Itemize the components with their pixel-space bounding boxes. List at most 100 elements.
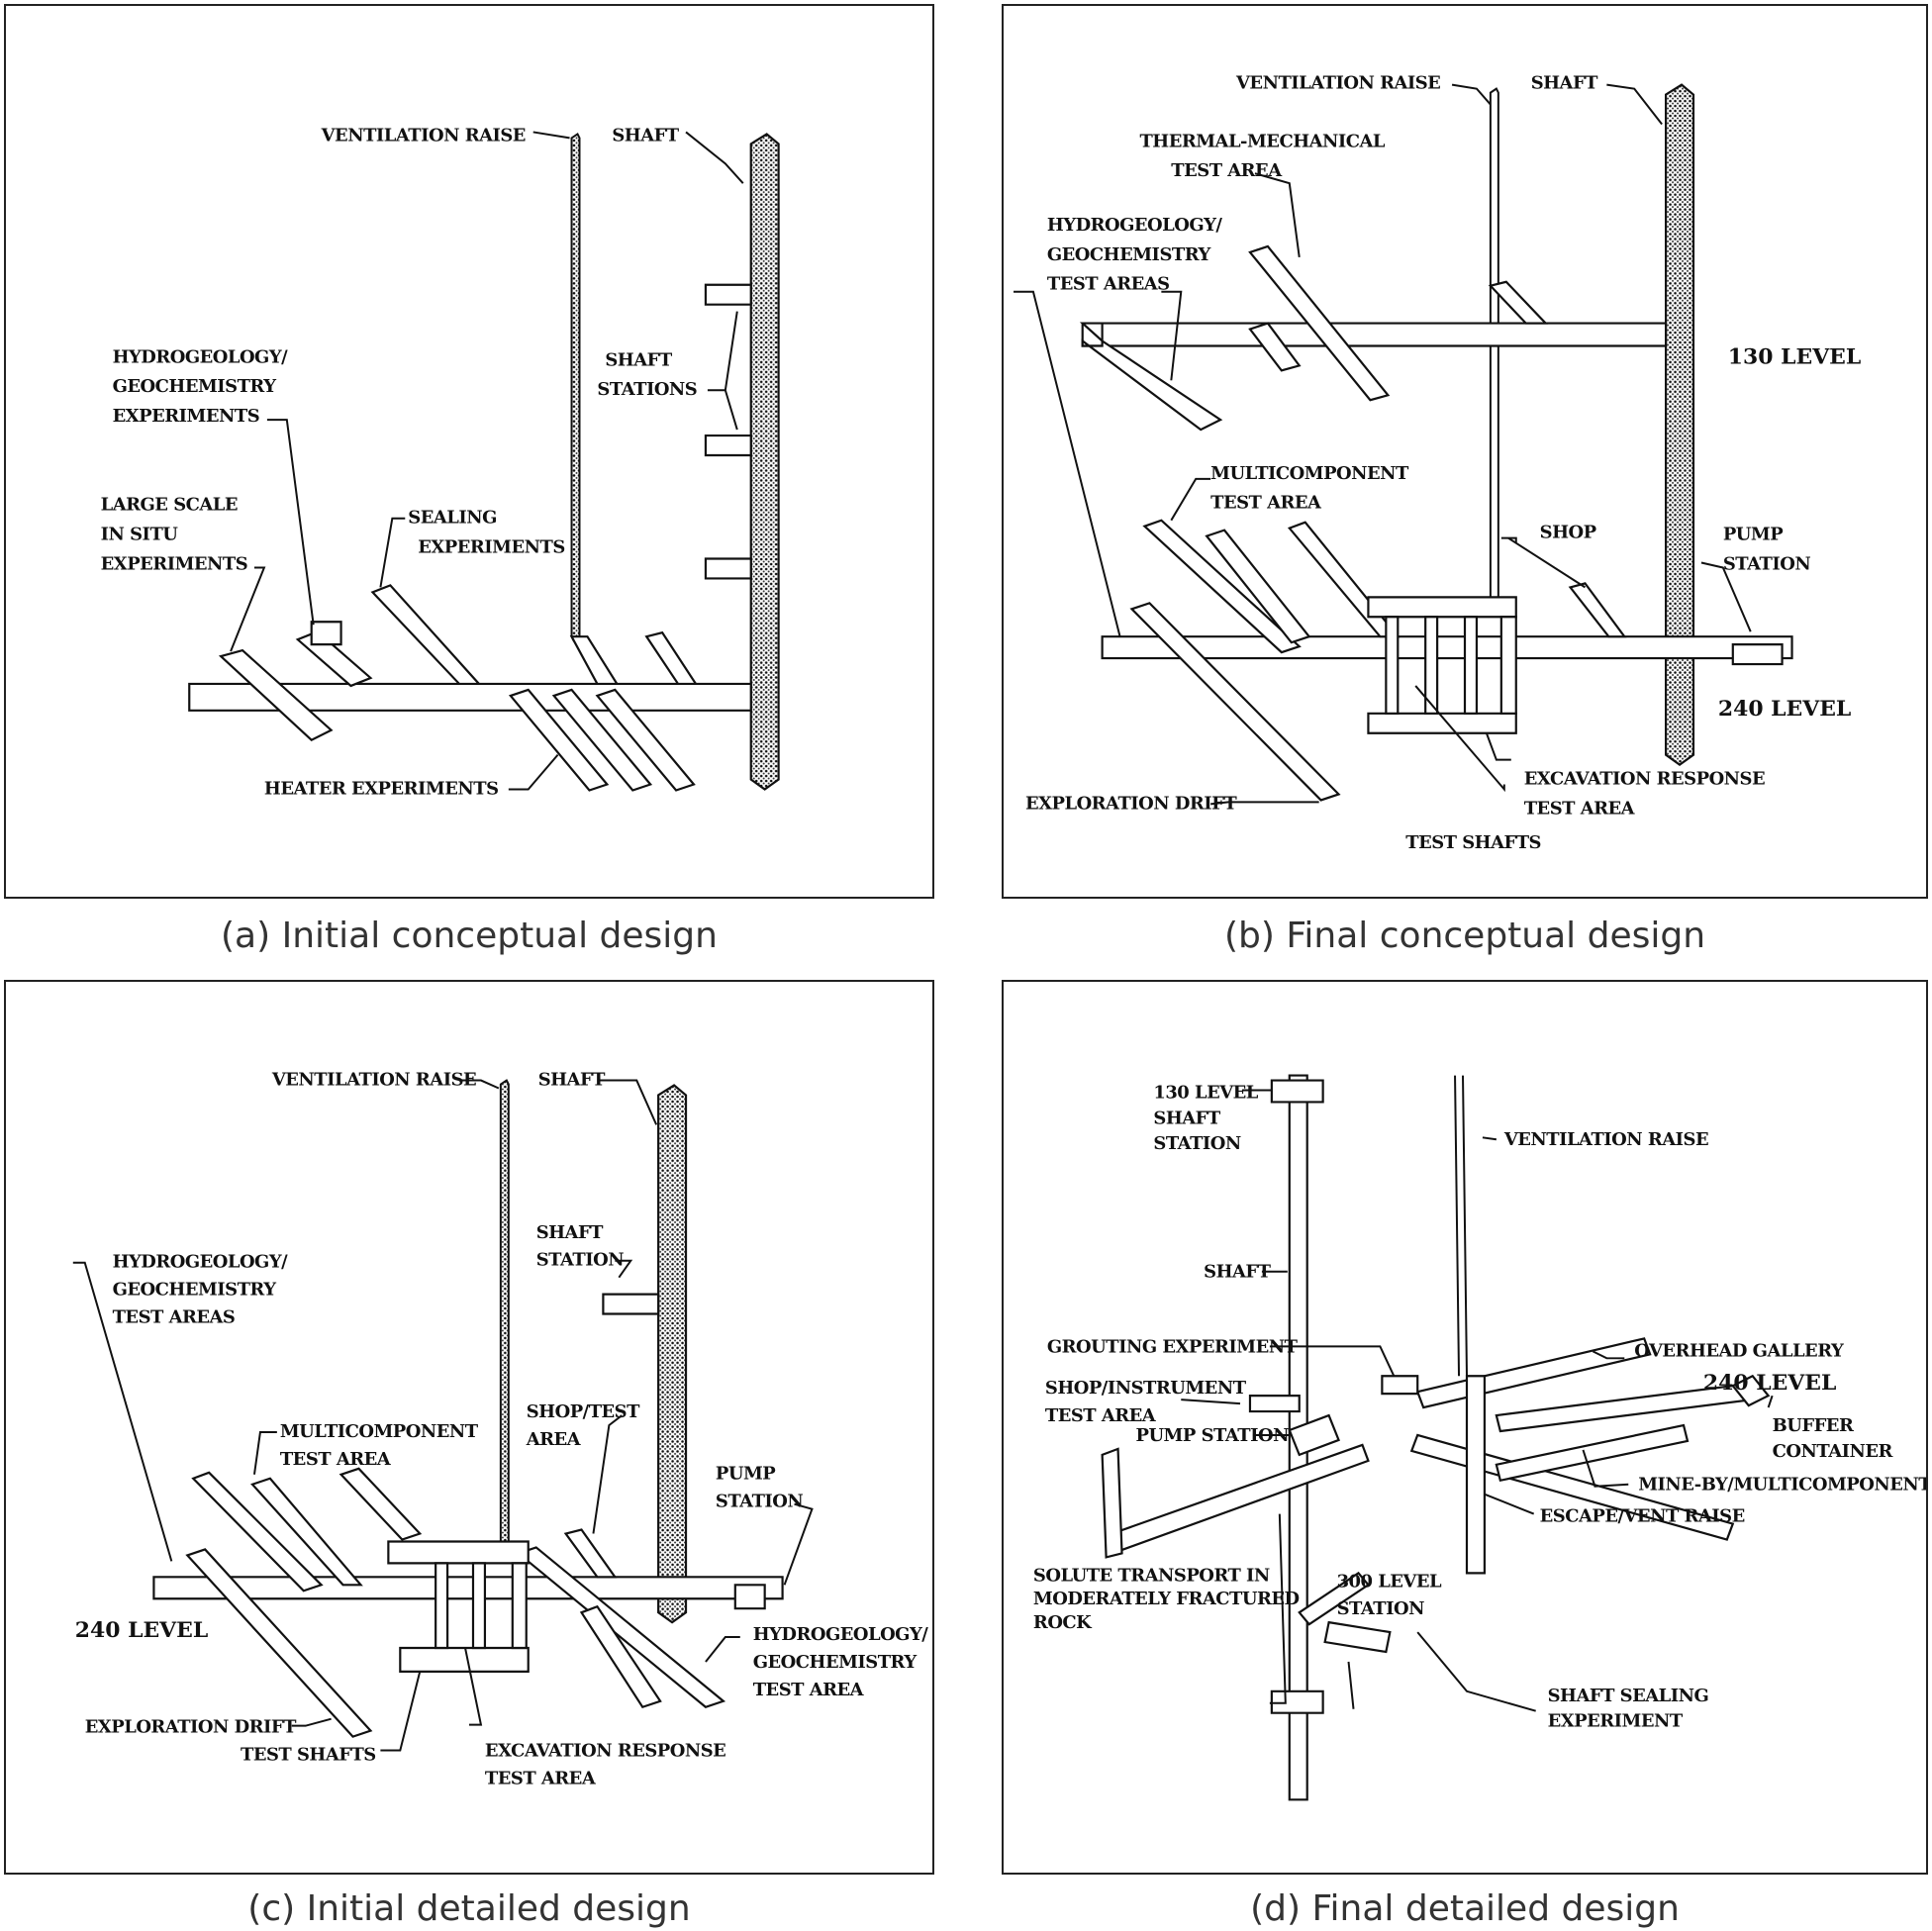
caption-a: (a) Initial conceptual design bbox=[221, 916, 718, 956]
sealing-drift bbox=[370, 584, 482, 686]
station-130 bbox=[1270, 1079, 1324, 1104]
label-hydro-1: HYDROGEOLOGY/ bbox=[1047, 215, 1223, 236]
label-shaft-stations-2: STATIONS bbox=[597, 379, 697, 400]
label-hydro-1: HYDROGEOLOGY/ bbox=[113, 346, 289, 367]
label-excav-1: EXCAVATION RESPONSE bbox=[1524, 769, 1765, 790]
sealing-stub bbox=[1323, 1620, 1392, 1654]
label-shop: SHOP bbox=[1540, 523, 1597, 543]
multi-drift-1 bbox=[191, 1471, 324, 1593]
label-shaft-station-1: SHAFT bbox=[536, 1222, 604, 1243]
label-st130-1: 130 LEVEL bbox=[1153, 1082, 1258, 1103]
label-large-3: EXPERIMENTS bbox=[101, 553, 248, 574]
shaft-station bbox=[602, 1293, 660, 1315]
grouting-node bbox=[1381, 1375, 1419, 1396]
ventilation-raise bbox=[570, 132, 581, 642]
diagram-final-detailed: 130 LEVEL SHAFT STATION VENTILATION RAIS… bbox=[1033, 1074, 1926, 1801]
diagram-initial-detailed: VENTILATION RAISE SHAFT SHAFT STATION HY… bbox=[72, 1070, 929, 1788]
label-test-shafts: TEST SHAFTS bbox=[241, 1745, 376, 1766]
pump-stub bbox=[733, 1584, 766, 1610]
label-level-240: 240 LEVEL bbox=[75, 1617, 208, 1643]
excavation-top bbox=[1367, 596, 1517, 619]
label-st130-2: SHAFT bbox=[1153, 1108, 1220, 1128]
shaft bbox=[749, 133, 780, 791]
excavation-top bbox=[387, 1540, 530, 1565]
thermal-drift bbox=[1248, 244, 1391, 402]
label-sealing-2: EXPERIMENTS bbox=[418, 537, 565, 558]
caption-c: (c) Initial detailed design bbox=[247, 1888, 691, 1929]
shaft bbox=[1665, 83, 1695, 766]
label-level-240: 240 LEVEL bbox=[1718, 696, 1851, 722]
diagram-final-conceptual: VENTILATION RAISE SHAFT THERMAL-MECHANIC… bbox=[1014, 73, 1861, 853]
test-shaft-1 bbox=[1385, 616, 1400, 715]
hydro-drift-240 bbox=[516, 1546, 726, 1708]
ventilation-raise bbox=[1454, 1075, 1468, 1377]
label-pump-1: PUMP bbox=[1723, 525, 1784, 545]
label-multi-1: MULTICOMPONENT bbox=[280, 1421, 479, 1442]
label-exploration: EXPLORATION DRIFT bbox=[1025, 793, 1237, 814]
test-shaft-2 bbox=[471, 1562, 487, 1650]
large-scale-drift bbox=[218, 648, 334, 742]
hydro-drift-240b bbox=[579, 1604, 662, 1709]
label-solute-1: SOLUTE TRANSPORT IN bbox=[1033, 1565, 1270, 1586]
shop-stub bbox=[1248, 1395, 1301, 1413]
hydro-loop bbox=[1079, 322, 1223, 432]
label-hydro-2: GEOCHEMISTRY bbox=[1047, 244, 1211, 265]
label-escape: ESCAPE/VENT RAISE bbox=[1540, 1506, 1745, 1527]
hydro-crossbar bbox=[310, 621, 342, 646]
multi-drift-3 bbox=[1287, 521, 1401, 638]
label-excav-2: TEST AREA bbox=[1524, 798, 1636, 819]
label-test-shafts: TEST SHAFTS bbox=[1405, 832, 1541, 853]
shaft-station-3 bbox=[704, 557, 752, 580]
shop-drift bbox=[1568, 582, 1627, 638]
label-shaft: SHAFT bbox=[612, 125, 679, 145]
label-multi-1: MULTICOMPONENT bbox=[1210, 463, 1409, 484]
label-shop-2: TEST AREA bbox=[1045, 1405, 1157, 1426]
label-pump: PUMP STATION bbox=[1135, 1425, 1289, 1446]
label-buffer-1: BUFFER bbox=[1773, 1415, 1854, 1436]
label-sealing-1: SEALING bbox=[408, 508, 497, 529]
label-grouting: GROUTING EXPERIMENT bbox=[1047, 1336, 1299, 1357]
caption-b: (b) Final conceptual design bbox=[1223, 916, 1706, 956]
label-pump-2: STATION bbox=[1723, 553, 1811, 574]
label-hydro-1: HYDROGEOLOGY/ bbox=[113, 1252, 289, 1273]
label-hydro-3: TEST AREAS bbox=[1047, 274, 1170, 295]
label-shaft-stations-1: SHAFT bbox=[605, 349, 672, 370]
excavation-side bbox=[511, 1562, 528, 1650]
pump-stub bbox=[1731, 643, 1784, 666]
label-hydro2-3: TEST AREA bbox=[753, 1680, 865, 1700]
label-large-1: LARGE SCALE bbox=[101, 495, 238, 516]
label-pump-1: PUMP bbox=[716, 1464, 776, 1485]
label-hydro2-2: GEOCHEMISTRY bbox=[753, 1652, 918, 1673]
shaft-station-2 bbox=[704, 434, 752, 457]
label-multi-2: TEST AREA bbox=[1210, 493, 1322, 514]
label-level-130: 130 LEVEL bbox=[1728, 343, 1861, 369]
diagram-initial-conceptual: VENTILATION RAISE SHAFT SHAFT STATIONS H… bbox=[101, 125, 780, 799]
panel-initial-detailed: VENTILATION RAISE SHAFT SHAFT STATION HY… bbox=[4, 980, 934, 1875]
escape-raise bbox=[1465, 1375, 1487, 1575]
exploration-drift bbox=[185, 1548, 373, 1738]
label-multi-2: TEST AREA bbox=[280, 1449, 392, 1470]
label-hydro-2: GEOCHEMISTRY bbox=[113, 1280, 277, 1301]
label-shop-1: SHOP/TEST bbox=[527, 1401, 640, 1422]
panel-final-detailed: 130 LEVEL SHAFT STATION VENTILATION RAIS… bbox=[1002, 980, 1928, 1875]
label-heater: HEATER EXPERIMENTS bbox=[264, 778, 499, 799]
multi-drift-2 bbox=[1205, 529, 1311, 644]
label-thermal-1: THERMAL-MECHANICAL bbox=[1139, 131, 1385, 151]
buffer-stub bbox=[1731, 1374, 1771, 1407]
label-hydro-3: TEST AREAS bbox=[113, 1306, 236, 1327]
label-excav-2: TEST AREA bbox=[485, 1768, 597, 1788]
label-exploration: EXPLORATION DRIFT bbox=[85, 1717, 297, 1738]
short-branch bbox=[644, 630, 699, 686]
label-pump-2: STATION bbox=[716, 1492, 804, 1512]
panel-initial-conceptual: VENTILATION RAISE SHAFT SHAFT STATIONS H… bbox=[4, 4, 934, 899]
multi-drift-2 bbox=[250, 1477, 363, 1587]
multi-drift-1 bbox=[1142, 519, 1302, 654]
heater-drift-1 bbox=[508, 688, 610, 792]
label-thermal-2: TEST AREA bbox=[1171, 160, 1283, 181]
label-ventilation-raise: VENTILATION RAISE bbox=[1235, 73, 1440, 94]
panel-final-conceptual: VENTILATION RAISE SHAFT THERMAL-MECHANIC… bbox=[1002, 4, 1928, 899]
hydro-drift-130 bbox=[1248, 322, 1302, 372]
label-shaft-station-2: STATION bbox=[536, 1250, 625, 1271]
label-shaft: SHAFT bbox=[1531, 73, 1598, 94]
label-large-2: IN SITU bbox=[101, 525, 179, 545]
